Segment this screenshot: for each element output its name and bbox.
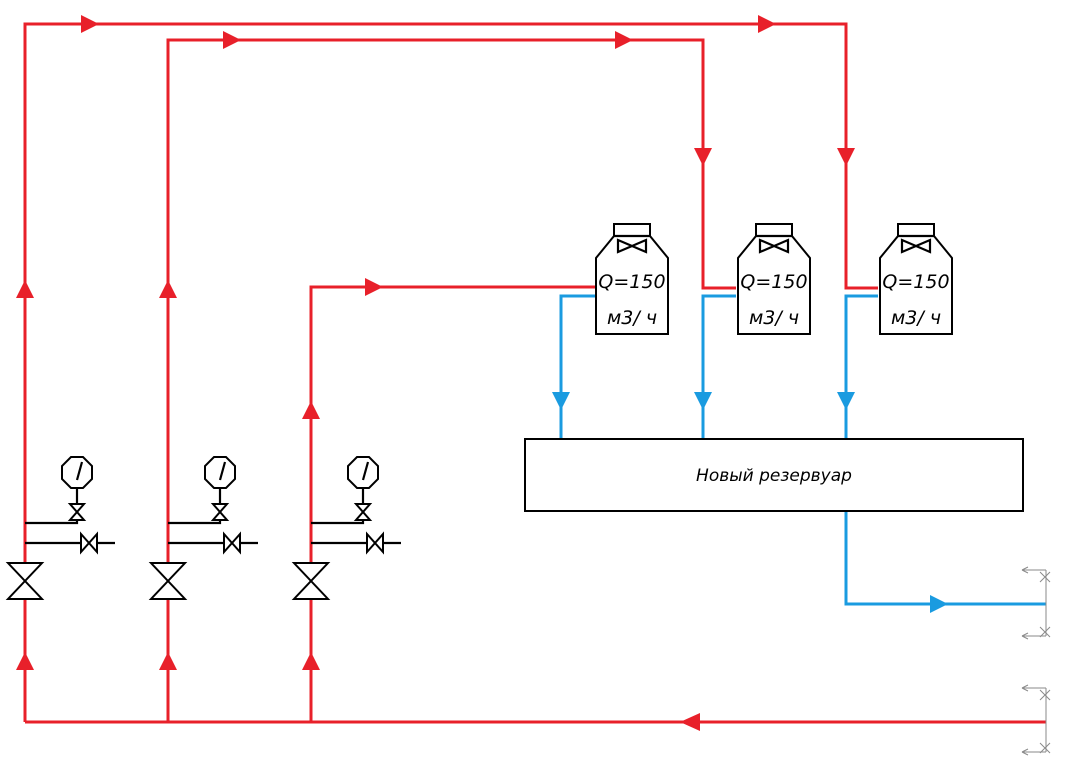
gauge-needle — [361, 461, 370, 481]
tank: Новый резервуар — [524, 438, 1024, 512]
cold-water-network — [552, 294, 1046, 613]
riser-2-line — [166, 38, 736, 722]
break-mark-lower — [1021, 684, 1051, 756]
fan-icon — [900, 238, 932, 254]
pressure-gauge-icon — [347, 456, 379, 489]
cooler-housing — [595, 223, 669, 335]
cooler-unit-label: м3/ ч — [749, 307, 799, 329]
cooler-unit-label: м3/ ч — [891, 307, 941, 329]
cooler-flow-label: Q=150 — [598, 271, 665, 293]
flow-arrow-up — [16, 280, 34, 298]
flow-arrow-right — [615, 31, 633, 49]
riser-station-3 — [291, 456, 401, 600]
cooler-3-drain-line — [844, 294, 878, 440]
riser-station-1 — [5, 456, 115, 600]
gate-valve-icon — [148, 562, 188, 600]
pressure-gauge-icon — [61, 456, 93, 489]
flow-arrow-down — [837, 148, 855, 166]
cooler-1-drain-line — [559, 294, 595, 440]
pipe-break-marks — [1021, 566, 1051, 756]
flow-arrow-up — [16, 652, 34, 670]
riser-station-2 — [148, 456, 258, 600]
drain-valve-icon — [80, 531, 98, 555]
flow-arrow-up — [159, 280, 177, 298]
flow-arrow-up — [159, 652, 177, 670]
cooler-2: Q=150 м3/ ч — [737, 223, 811, 335]
drain-valve-icon — [366, 531, 384, 555]
cooler-housing — [879, 223, 953, 335]
gauge-valve-icon — [67, 503, 87, 521]
flow-arrow-down — [694, 392, 712, 410]
drain-valve-icon — [223, 531, 241, 555]
flow-arrow-up — [302, 652, 320, 670]
flow-arrow-up — [302, 401, 320, 419]
flow-arrow-right — [81, 15, 99, 33]
gauge-needle — [218, 461, 227, 481]
gauge-valve-icon — [210, 503, 230, 521]
flow-arrow-left — [680, 713, 700, 731]
fan-icon — [758, 238, 790, 254]
gate-valve-icon — [291, 562, 331, 600]
riser-1-line — [23, 22, 878, 722]
flow-arrow-down — [552, 392, 570, 410]
flow-arrow-down — [694, 148, 712, 166]
hot-water-network — [23, 22, 1046, 724]
cooler-unit-label: м3/ ч — [607, 307, 657, 329]
fan-icon — [616, 238, 648, 254]
pressure-gauge-icon — [204, 456, 236, 489]
flow-arrow-down — [837, 392, 855, 410]
gate-valve-icon — [5, 562, 45, 600]
tank-body — [524, 438, 1024, 512]
hot-flow-arrows — [16, 15, 855, 731]
break-mark-upper — [1021, 566, 1051, 640]
cooler-flow-label: Q=150 — [882, 271, 949, 293]
cooler-3: Q=150 м3/ ч — [879, 223, 953, 335]
cooler-flow-label: Q=150 — [740, 271, 807, 293]
gauge-needle — [75, 461, 84, 481]
gauge-valve-icon — [353, 503, 373, 521]
flow-arrow-right — [365, 278, 383, 296]
flow-arrow-right — [758, 15, 776, 33]
flow-arrow-right — [930, 595, 948, 613]
tank-label: Новый резервуар — [696, 466, 852, 486]
cooler-1: Q=150 м3/ ч — [595, 223, 669, 335]
cooler-2-drain-line — [701, 294, 736, 440]
tank-outlet-line — [844, 510, 1046, 606]
flow-arrow-right — [223, 31, 241, 49]
cooler-housing — [737, 223, 811, 335]
